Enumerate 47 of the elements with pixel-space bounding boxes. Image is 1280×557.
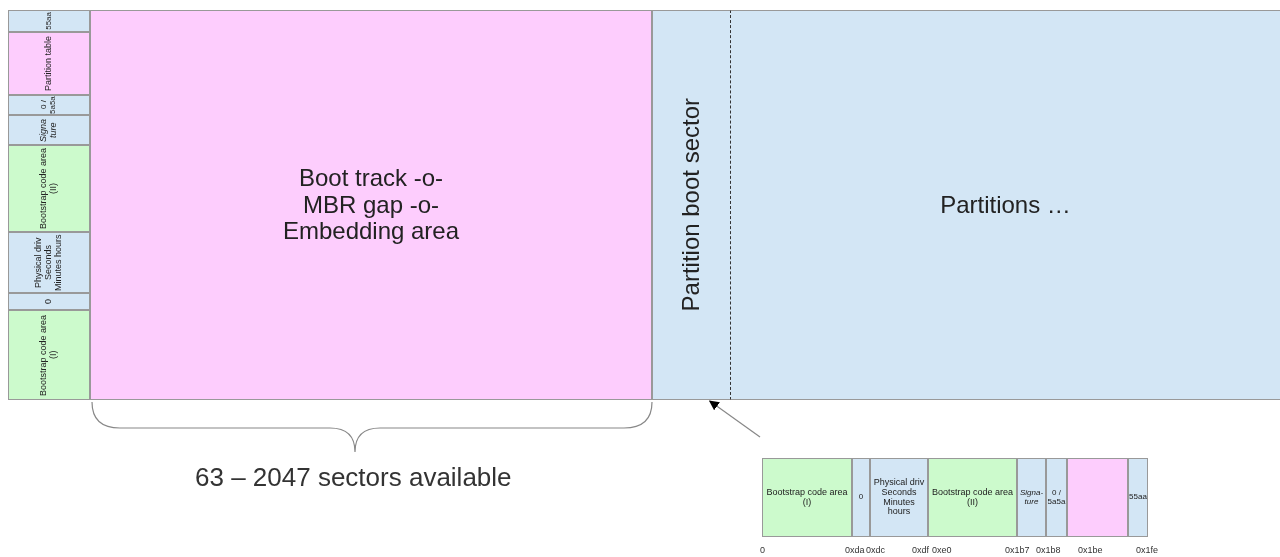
segment-label: 0 / 5a5a <box>1047 488 1066 507</box>
offset-label: 0x1b7 <box>1005 545 1030 555</box>
field-segment <box>762 458 852 537</box>
segment-label: Bootstrap code area (II) <box>39 146 59 231</box>
offset-label: 0 <box>760 545 765 555</box>
segment-label: Bootstrap code area (I) <box>765 487 849 508</box>
segment-label: Boot track -o- MBR gap -o- Embedding area <box>281 165 461 245</box>
field-segment <box>852 458 870 537</box>
brace-caption: 63 – 2047 sectors available <box>195 462 512 493</box>
field-segment <box>8 95 90 115</box>
offset-label: 0x1fe <box>1136 545 1159 555</box>
segment-label: Signa ture <box>39 117 59 144</box>
offset-label: 0x1b8 <box>1036 545 1061 555</box>
segment-label: Physical driv Seconds Minutes hours <box>872 477 926 518</box>
partitions-region <box>730 10 1280 400</box>
offset-label: 0xdc <box>866 545 885 555</box>
field-segment <box>928 458 1017 537</box>
field-segment <box>8 10 90 32</box>
field-segment <box>1017 458 1046 537</box>
field-segment <box>8 32 90 95</box>
partition-boot-sector-region <box>652 10 730 400</box>
segment-label: Partitions … <box>940 191 1071 219</box>
segment-label: 0 / 5a5a <box>40 96 58 114</box>
segment-label: 55aa <box>1129 493 1147 502</box>
segment-label: 55aa <box>44 12 54 30</box>
segment-label: Partition table <box>44 35 54 91</box>
field-segment <box>1128 458 1148 537</box>
segment-label: Bootstrap code area (I) <box>39 313 59 398</box>
segment-label: Partition boot sector <box>678 98 705 312</box>
segment-label: 0 <box>858 493 864 502</box>
field-segment <box>1046 458 1067 537</box>
segment-label: Signa- ture <box>1018 488 1045 507</box>
segment-label: Physical driv Seconds Minutes hours <box>34 233 64 292</box>
field-segment <box>8 293 90 310</box>
field-segment <box>870 458 928 537</box>
offset-label: 0xe0 <box>932 545 952 555</box>
segment-label: Bootstrap code area (II) <box>930 487 1015 508</box>
arrow <box>708 400 761 438</box>
field-segment <box>8 145 90 232</box>
segment-label: 0 <box>44 299 54 304</box>
field-segment <box>8 115 90 145</box>
field-segment <box>8 310 90 400</box>
empty-segment <box>1067 458 1128 537</box>
offset-label: 0xda <box>845 545 865 555</box>
offset-label: 0xdf <box>912 545 929 555</box>
offset-label: 0x1be <box>1078 545 1103 555</box>
field-segment <box>8 232 90 293</box>
